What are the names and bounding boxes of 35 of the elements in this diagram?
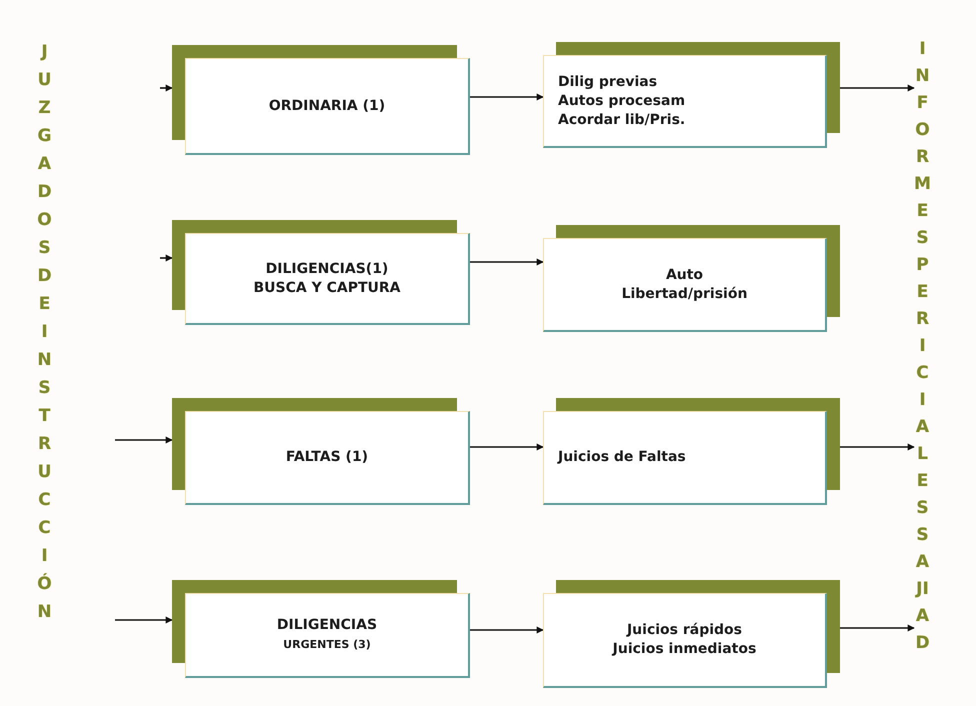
arrow (160, 84, 173, 92)
box-text: BUSCA Y CAPTURA (253, 278, 401, 298)
process-box (172, 398, 470, 505)
process-box (543, 42, 840, 148)
box-text: Auto (666, 266, 704, 284)
arrow (470, 94, 544, 100)
box-text: Libertad/prisión (622, 284, 748, 304)
box-text: FALTAS (1) (286, 448, 368, 467)
process-box (172, 220, 470, 325)
box-text: DILIGENCIAS(1) (266, 260, 388, 278)
process-box (543, 580, 840, 688)
vertical-heading: JUZGADOS DE INSTRUCCIÓN (36, 38, 53, 626)
box-text: ORDINARIA (1) (268, 96, 386, 116)
box-text: Juicios de Faltas (558, 448, 686, 467)
box-text: Acordar lib/Pris. (558, 110, 686, 130)
box-text: Dilig previas (558, 72, 658, 92)
process-box (543, 398, 840, 505)
arrow (115, 616, 173, 624)
vertical-heading: INFORMES PERICIALES SAJIAD (914, 36, 931, 657)
process-box (172, 580, 470, 678)
process-box (172, 45, 470, 155)
arrow (470, 258, 544, 266)
arrow (840, 444, 915, 450)
box-text: DILIGENCIAS (276, 616, 378, 635)
box-text: Juicios rápidos (626, 621, 742, 640)
box-text: Juicios inmediatos (612, 640, 756, 659)
arrow (160, 254, 173, 262)
box-text: URGENTES (3) (283, 637, 371, 653)
arrow (470, 626, 544, 634)
arrow (470, 444, 544, 450)
process-box (543, 225, 840, 332)
arrow (840, 624, 915, 632)
arrow (840, 84, 915, 92)
box-text: Autos procesam (558, 92, 686, 110)
arrow (115, 436, 173, 444)
